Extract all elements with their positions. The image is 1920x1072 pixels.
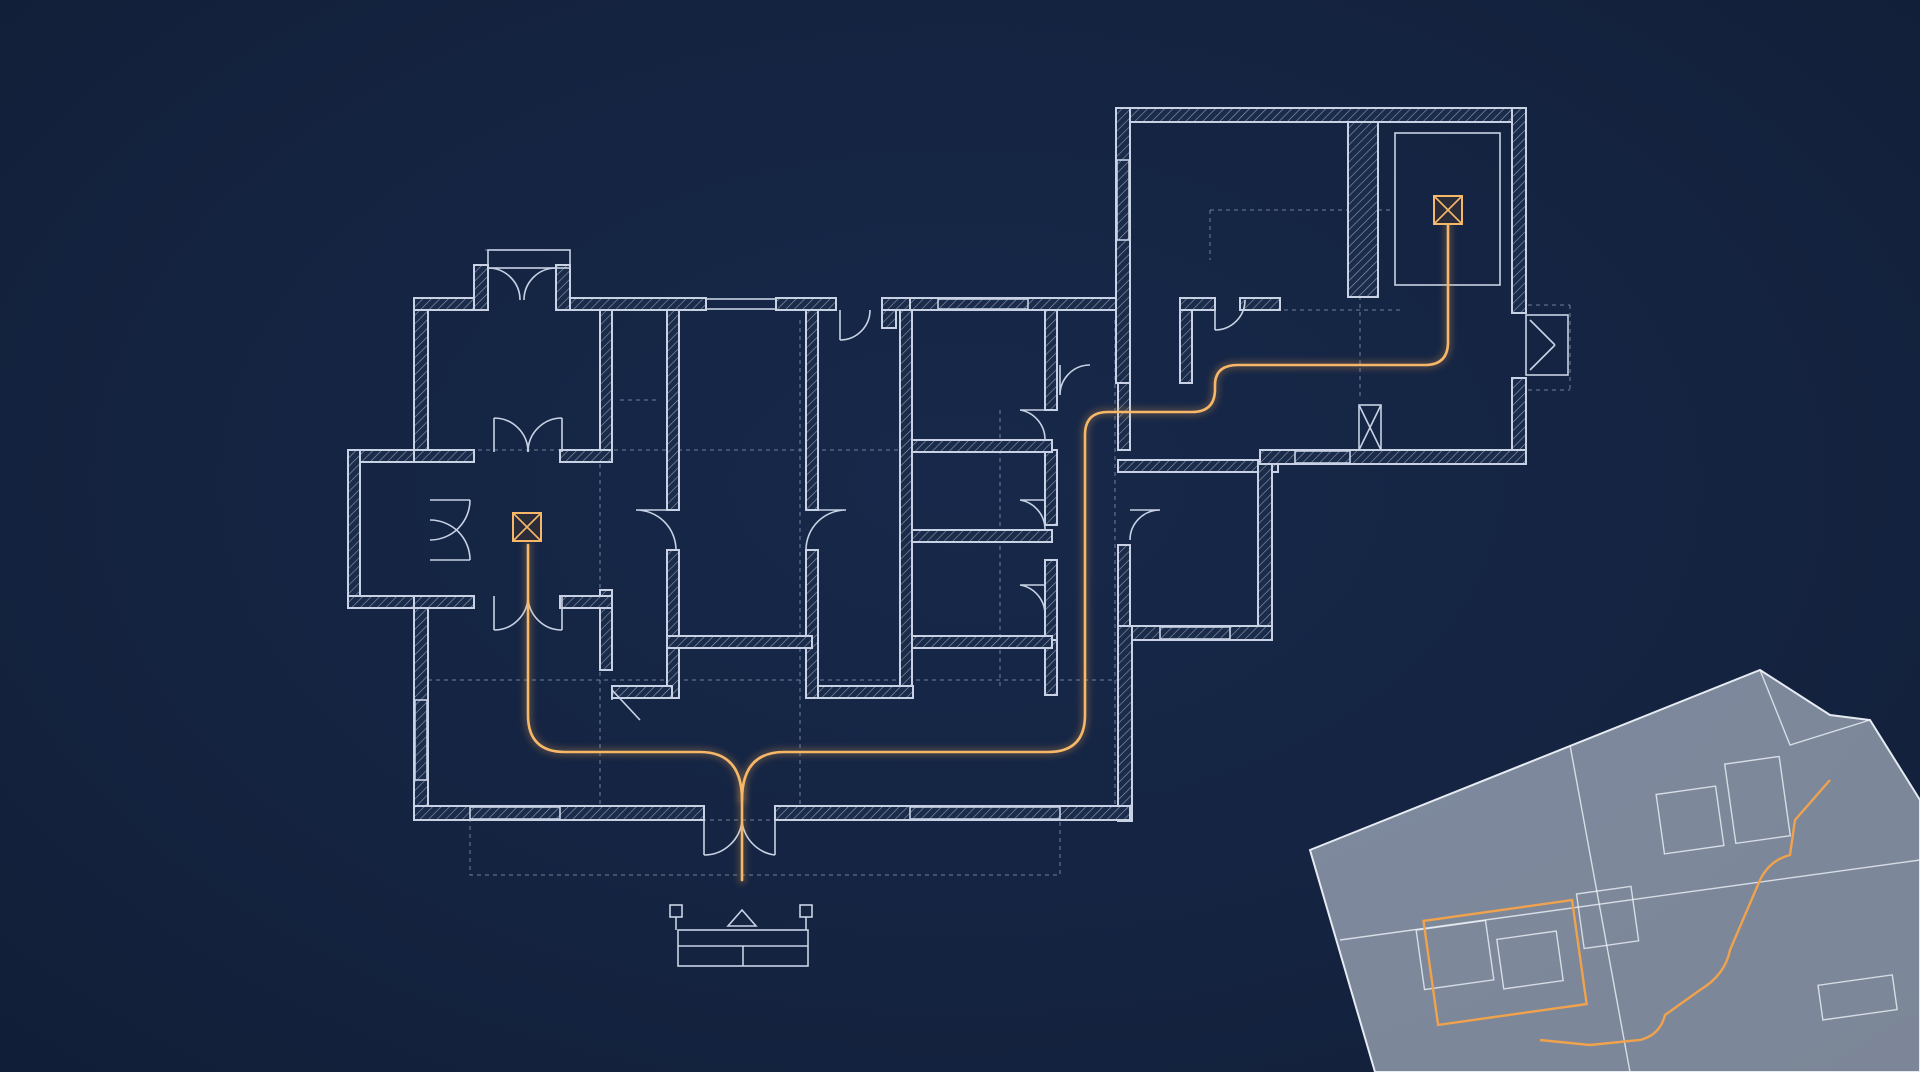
window — [909, 806, 1061, 820]
route-line-right — [740, 210, 1450, 802]
entrance-triangle-icon — [726, 908, 758, 927]
door-swing — [493, 595, 529, 631]
wall-interior-v2b — [666, 549, 680, 699]
window — [414, 699, 428, 781]
door-swing — [1129, 509, 1161, 541]
folded-map-room — [1655, 785, 1725, 855]
walls — [347, 107, 1527, 822]
window — [1159, 626, 1231, 640]
wall-room-right-f — [1117, 625, 1133, 822]
door-swing — [527, 417, 563, 453]
door-swing — [1214, 299, 1246, 331]
wall-interior-v5b — [1044, 449, 1058, 526]
wall-interior-v5 — [1044, 309, 1058, 411]
wall-room-right-e — [1129, 625, 1273, 641]
folded-map-route-frame — [1422, 898, 1589, 1027]
wall-annex-bottom — [1259, 449, 1527, 465]
wall-interior-v2 — [666, 309, 680, 511]
folded-map-route — [1539, 779, 1831, 1047]
vestibule-outline — [487, 249, 571, 269]
wall-interior-v4 — [899, 309, 913, 691]
folded-map-sheet — [1308, 668, 1920, 1072]
folded-map-flap — [1759, 669, 1871, 746]
entrance-post-left — [669, 904, 683, 918]
route-line-left — [526, 543, 744, 882]
wall-west-lower — [413, 595, 429, 819]
door-swing — [1019, 499, 1046, 531]
start-marker-icon — [512, 512, 542, 542]
door-swing — [487, 267, 521, 301]
wall-interior-v5c — [1044, 559, 1058, 641]
wall-south-b — [774, 805, 1131, 821]
side-door-frame — [1525, 314, 1569, 376]
wall-room-right-c — [1117, 459, 1279, 473]
wall-annex-right — [1511, 107, 1527, 314]
door-swing — [741, 819, 776, 856]
doors — [429, 267, 1556, 856]
wall-interior-h7 — [911, 439, 1053, 453]
wall-north-b — [555, 297, 707, 311]
wall-interior-v3b — [805, 549, 819, 699]
wall-south-a — [413, 805, 705, 821]
folded-map-crease — [1569, 744, 1631, 1072]
door-swing — [635, 509, 677, 551]
door-swing — [493, 417, 529, 453]
window — [937, 298, 1029, 310]
windows-and-fixtures — [414, 132, 1569, 967]
wall-interior-v3 — [805, 309, 819, 511]
wall-interior-h4 — [559, 595, 613, 609]
shaft — [1358, 404, 1382, 451]
evacuation-route — [523, 207, 1453, 885]
door-swing — [1019, 409, 1046, 441]
folded-map-icon — [1308, 668, 1920, 1072]
door-swing — [523, 267, 557, 301]
exit-marker-icon — [1433, 195, 1463, 225]
wall-left-bumpout-left — [347, 449, 361, 609]
wall-annex-top — [1115, 107, 1527, 123]
folded-map-legend — [1817, 974, 1898, 1021]
wall-annex-inner-h — [1179, 297, 1216, 311]
door-swing — [805, 509, 847, 551]
wall-vestibule-left — [473, 264, 489, 311]
wall-annex-left — [1115, 107, 1131, 384]
wall-interior-h6 — [817, 685, 914, 699]
wall-interior-v1 — [599, 309, 613, 461]
wall-interior-h10 — [611, 685, 673, 699]
wall-north-c — [775, 297, 837, 311]
guide-outline-front — [469, 819, 1061, 876]
wall-interior-h1 — [413, 449, 475, 463]
wall-vestibule-right — [555, 264, 571, 311]
door-swing — [703, 819, 743, 856]
wall-interior-v1b — [599, 589, 613, 671]
wall-interior-h5 — [666, 635, 813, 649]
folded-map-room — [1723, 755, 1792, 845]
door-swing — [1059, 364, 1091, 396]
wall-west-upper — [413, 297, 429, 463]
door-swing — [429, 499, 471, 541]
wall-annex-stair — [1347, 121, 1379, 298]
door-swing — [611, 689, 641, 721]
wall-room-right-d — [1257, 459, 1273, 641]
wall-interior-h9 — [911, 635, 1053, 649]
wall-interior-h8 — [911, 529, 1053, 543]
wall-interior-h3 — [413, 595, 475, 609]
window — [469, 806, 561, 820]
door-swing — [429, 519, 471, 561]
window — [1294, 450, 1351, 464]
window — [705, 298, 777, 310]
door-swing — [1019, 584, 1046, 616]
wall-interior-h2 — [559, 449, 613, 463]
door-swing — [839, 309, 871, 341]
window — [1116, 159, 1130, 241]
door-swing — [1529, 319, 1556, 371]
entrance-post-right — [799, 904, 813, 918]
folded-map-room — [1575, 885, 1640, 950]
folded-map-room — [1496, 930, 1564, 990]
folded-map-room — [1415, 919, 1495, 991]
door-swing — [527, 595, 563, 631]
shaft-x — [1358, 404, 1382, 451]
wall-annex-inner-h2 — [1239, 297, 1281, 311]
